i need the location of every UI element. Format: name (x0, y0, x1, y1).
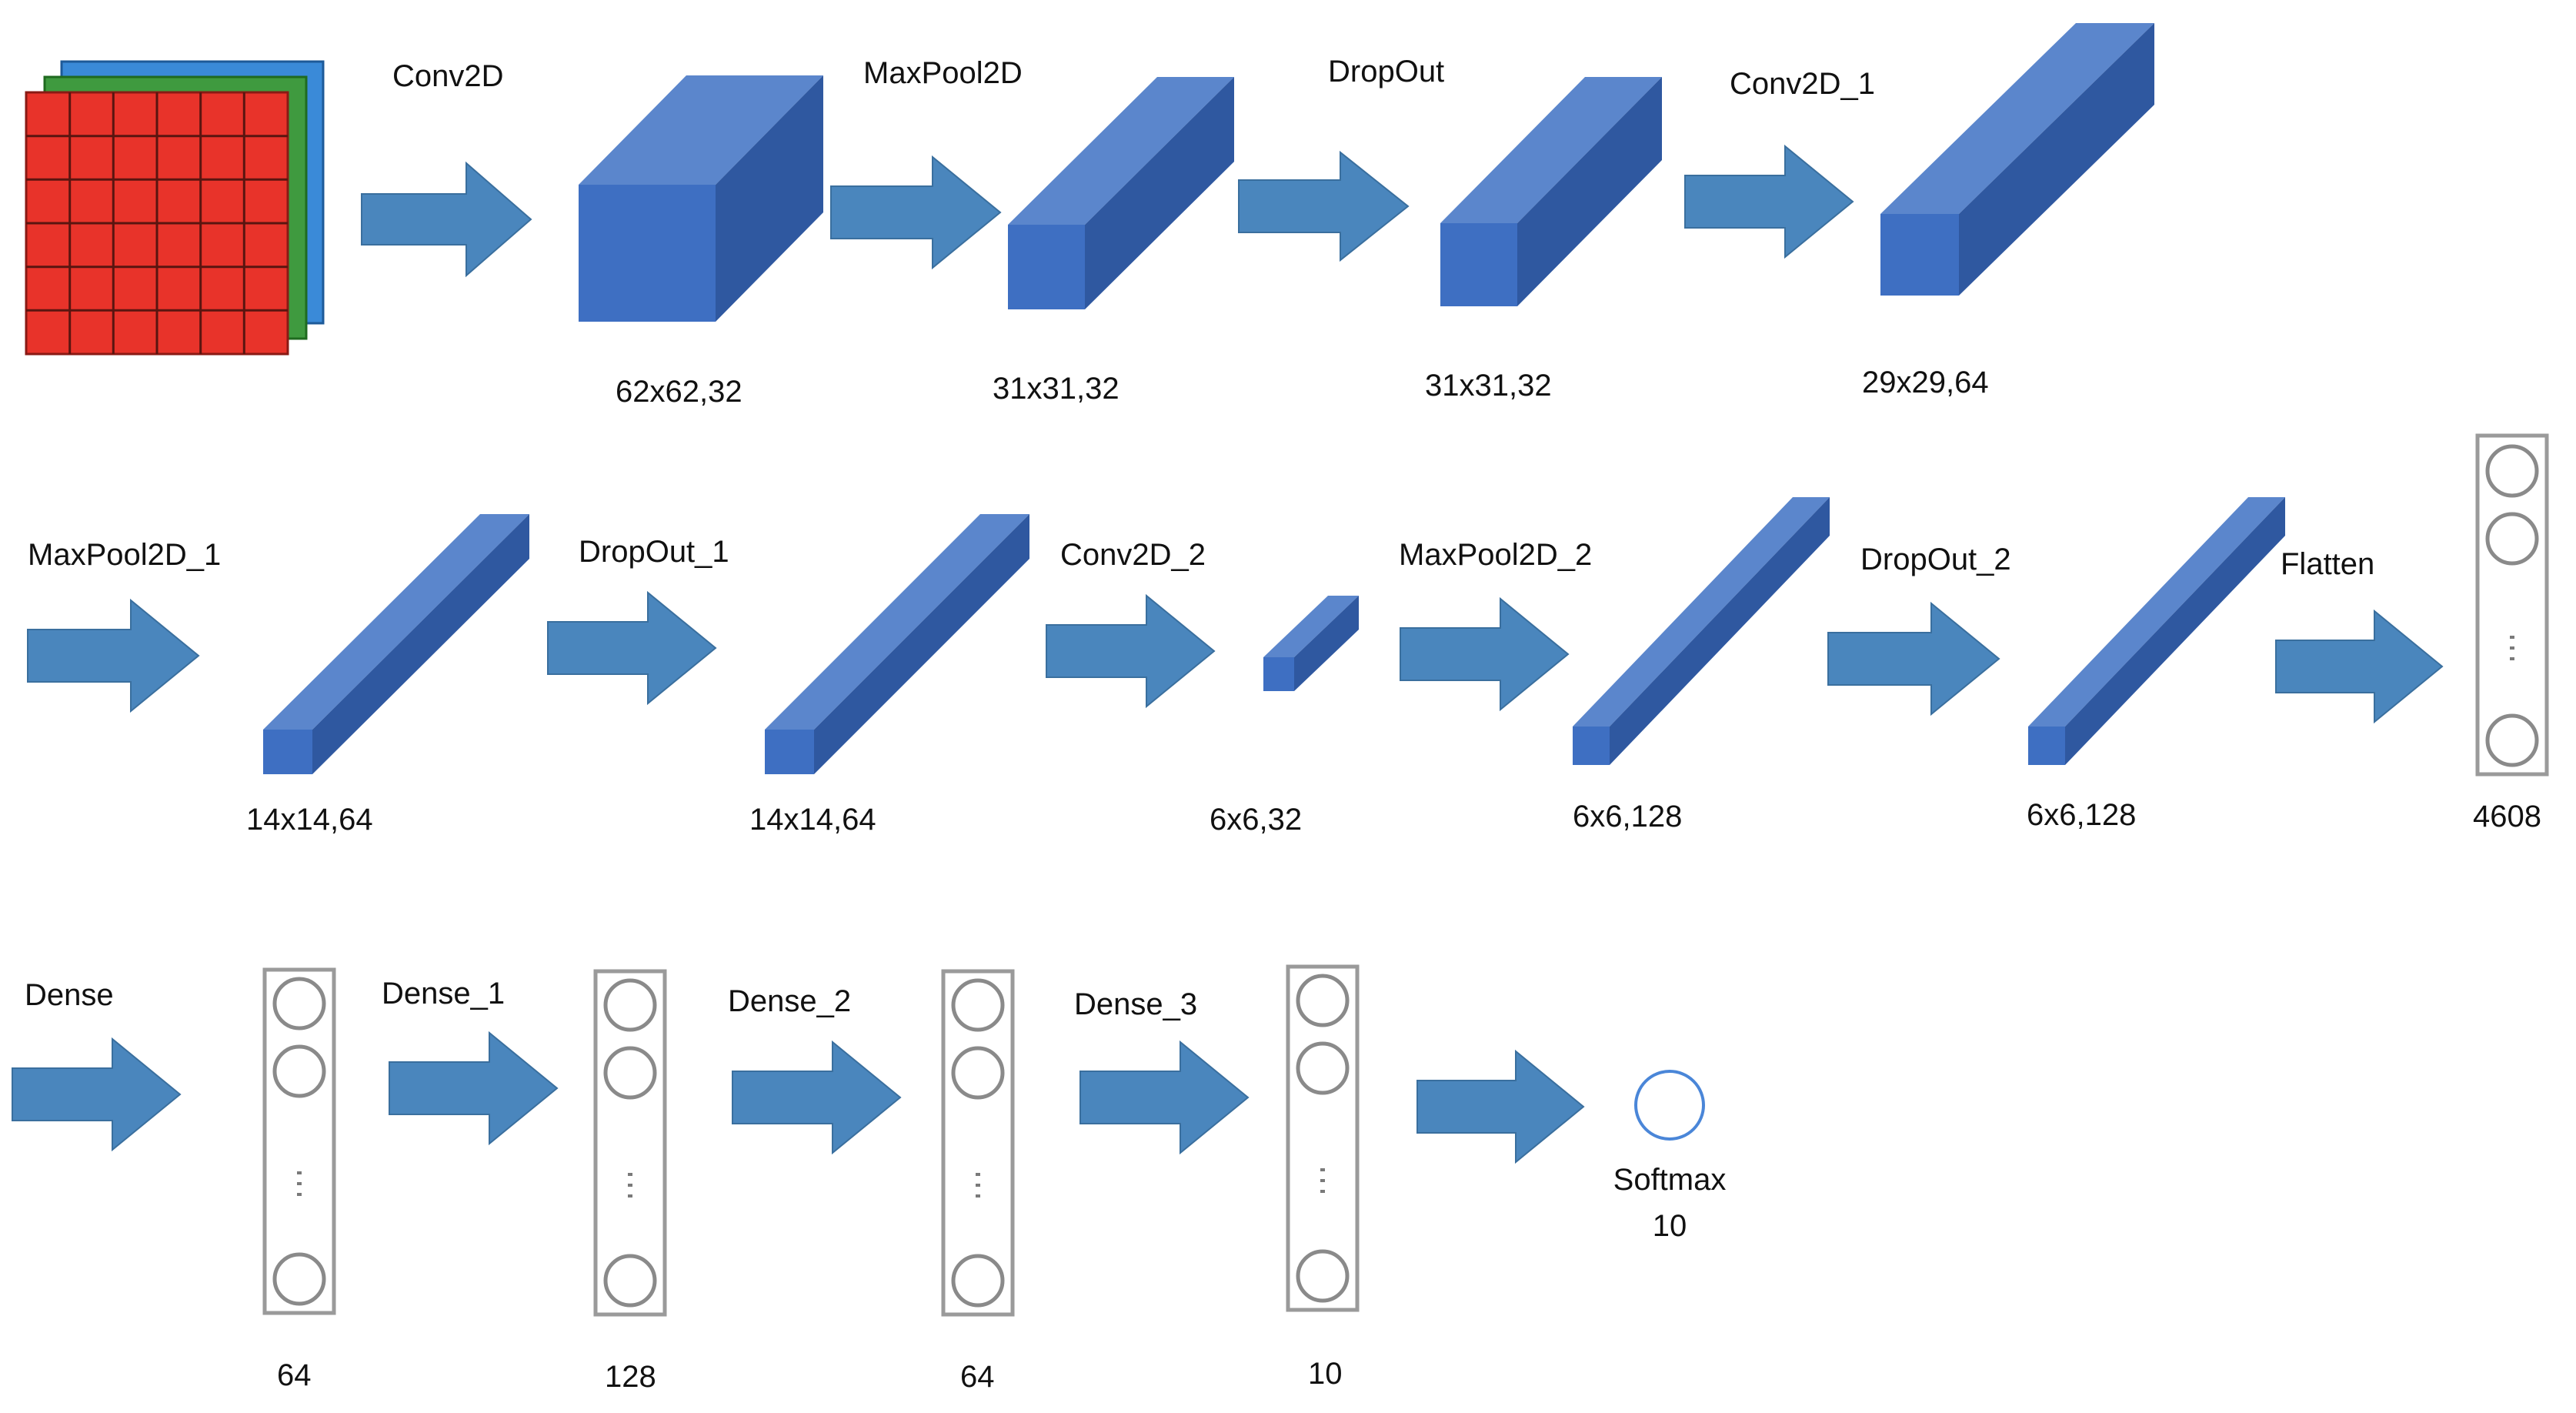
shape-dropout: 31x31,32 (1425, 369, 1552, 403)
arrow-maxpool2d-1 (27, 598, 200, 713)
arrow-dense-3 (1079, 1040, 1250, 1155)
shape-maxpool2d: 31x31,32 (993, 372, 1119, 406)
arrow-dense (12, 1037, 182, 1152)
neuron (603, 1046, 657, 1100)
label-dense-3: Dense_3 (1074, 987, 1197, 1021)
label-maxpool2d-2: MaxPool2D_2 (1399, 538, 1592, 572)
label-dropout-1: DropOut_1 (579, 535, 729, 569)
block-maxpool2d-output (1008, 77, 1234, 309)
block-conv2d-output (579, 75, 823, 322)
arrow-softmax (1416, 1049, 1585, 1164)
shape-flatten: 4608 (2473, 800, 2541, 833)
arrow-dropout-1 (547, 590, 717, 706)
neuron (603, 1254, 657, 1308)
flatten-neuron-column (2475, 433, 2549, 777)
arrow-flatten (2275, 609, 2444, 724)
arrow-dense-1 (389, 1031, 559, 1146)
block-dropout-2-output (2028, 497, 2285, 765)
block-dropout-1-output (765, 514, 1029, 774)
units-dense-1: 128 (605, 1360, 656, 1394)
block-maxpool2d-2-output (1573, 497, 1830, 765)
neuron (951, 978, 1005, 1032)
shape-dropout-2: 6x6,128 (2027, 798, 2136, 832)
shape-conv2d-2: 6x6,32 (1210, 803, 1302, 837)
neuron (1296, 1249, 1350, 1303)
arrow-maxpool2d (830, 155, 1002, 270)
arrow-dropout (1238, 150, 1410, 262)
label-conv2d: Conv2D (392, 59, 504, 93)
arrow-dense-2 (732, 1040, 902, 1155)
units-softmax: 10 (1653, 1209, 1687, 1243)
units-dense-3: 10 (1308, 1357, 1343, 1391)
dense-3-neuron-column (1286, 964, 1360, 1312)
label-maxpool2d-1: MaxPool2D_1 (28, 538, 221, 572)
neuron (2485, 512, 2539, 566)
neuron (951, 1254, 1005, 1308)
label-dropout: DropOut (1328, 55, 1444, 89)
input-image-stack (25, 60, 325, 356)
dense-1-neuron-column (593, 969, 667, 1317)
neuron (951, 1046, 1005, 1100)
units-dense-2: 64 (960, 1360, 995, 1394)
units-dense: 64 (277, 1358, 312, 1392)
shape-dropout-1: 14x14,64 (749, 803, 876, 837)
label-flatten: Flatten (2281, 547, 2374, 581)
neuron (2485, 444, 2539, 498)
label-softmax: Softmax (1613, 1163, 1727, 1197)
neuron (1296, 974, 1350, 1027)
label-conv2d-1: Conv2D_1 (1730, 67, 1875, 101)
shape-conv2d: 62x62,32 (616, 375, 742, 409)
arrow-conv2d-1 (1684, 144, 1854, 259)
label-dense: Dense (25, 978, 114, 1012)
neuron (603, 978, 657, 1032)
shape-maxpool2d-1: 14x14,64 (246, 803, 373, 837)
block-conv2d-2-output (1263, 596, 1359, 691)
neuron (1296, 1041, 1350, 1095)
block-maxpool2d-1-output (263, 514, 529, 774)
neuron (2485, 713, 2539, 767)
shape-conv2d-1: 29x29,64 (1862, 366, 1989, 399)
label-dense-1: Dense_1 (382, 977, 505, 1010)
block-conv2d-1-output (1880, 23, 2154, 296)
block-dropout-output (1440, 77, 1662, 306)
arrow-dropout-2 (1827, 601, 2000, 717)
label-conv2d-2: Conv2D_2 (1060, 538, 1206, 572)
input-channel-red (25, 91, 289, 356)
neuron (272, 1252, 326, 1306)
neuron (272, 1044, 326, 1098)
dense-2-neuron-column (941, 969, 1015, 1317)
arrow-maxpool2d-2 (1400, 596, 1570, 712)
arrow-conv2d-2 (1046, 593, 1216, 709)
arrow-conv2d (361, 161, 532, 278)
label-maxpool2d: MaxPool2D (863, 56, 1023, 90)
dense-neuron-column (262, 967, 336, 1315)
softmax-output-neuron (1634, 1070, 1705, 1141)
shape-maxpool2d-2: 6x6,128 (1573, 800, 1682, 833)
label-dropout-2: DropOut_2 (1860, 543, 2011, 576)
label-dense-2: Dense_2 (728, 984, 851, 1018)
neuron (272, 977, 326, 1031)
